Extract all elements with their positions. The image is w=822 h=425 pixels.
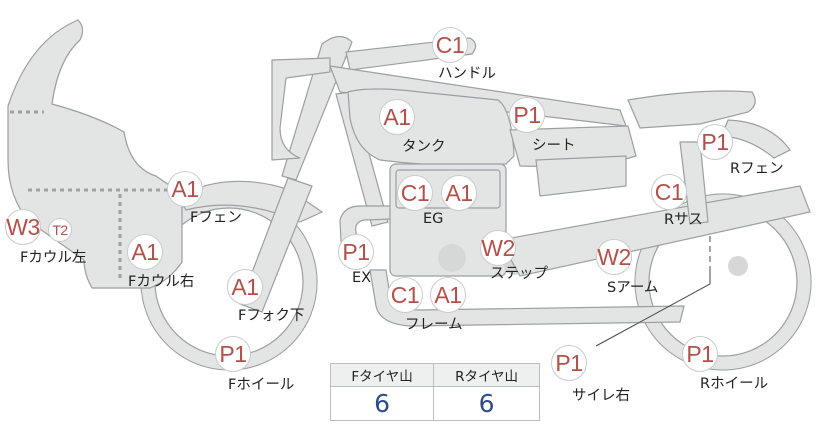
rear-shock [679,141,709,225]
badge-frame-2: A1 [430,277,466,313]
label-front-cowl-right: Fカウル右 [128,274,195,290]
side-panel [535,155,627,197]
label-muffler-right: サイレ右 [572,388,630,404]
badge-front-wheel: P1 [215,336,251,372]
badge-exhaust: P1 [338,234,374,270]
label-front-cowl-left: Fカウル左 [20,250,87,266]
label-exhaust: EX [352,270,372,286]
label-step: ステップ [490,266,548,282]
badge-front-fender: A1 [167,171,203,207]
label-swingarm: Sアーム [607,280,659,296]
badge-front-cowl-right: A1 [127,234,163,270]
badge-swingarm: W2 [596,239,632,275]
label-rear-fender: Rフェン [730,161,784,177]
tail-cowl [271,57,331,161]
badge-frame-1: C1 [387,277,423,313]
badge-seat: P1 [509,97,545,133]
badge-front-cowl-left-1: W3 [5,209,41,245]
tire-tread-table: Fタイヤ山 Rタイヤ山 6 6 [329,363,540,421]
label-front-fender: Fフェン [190,210,242,226]
label-rear-wheel: Rホイール [700,376,769,392]
badge-rear-fender: P1 [697,124,733,160]
seat-rear [627,90,756,129]
frame-loop [339,205,421,263]
label-seat: シート [532,138,576,154]
badge-tank: A1 [379,99,415,135]
badge-rear-suspension: C1 [651,174,687,210]
header-front-tire-tread: Fタイヤ山 [329,363,435,387]
header-rear-tire-tread: Rタイヤ山 [433,363,540,387]
badge-engine-1: C1 [397,175,433,211]
label-tank: タンク [402,139,446,155]
swingarm-pivot [728,256,748,276]
label-front-wheel: Fホイール [228,377,295,393]
badge-front-fork-lower: A1 [227,269,263,305]
value-front-tire-tread: 6 [329,386,435,421]
label-engine: EG [423,211,444,227]
label-rear-suspension: Rサス [664,212,703,228]
badge-rear-wheel: P1 [682,336,718,372]
badge-step: W2 [480,230,516,266]
badge-muffler-right: P1 [551,345,587,381]
badge-engine-2: A1 [441,175,477,211]
badge-front-cowl-left-2: T2 [48,218,72,242]
badge-handle: C1 [432,27,468,63]
value-rear-tire-tread: 6 [433,386,540,421]
frame-down [335,91,389,227]
label-handle: ハンドル [438,66,496,82]
rear-fender [721,119,791,159]
engine-cover [438,244,466,272]
label-front-fork-lower: Fフォク下 [238,308,305,324]
label-frame: フレーム [405,317,463,333]
